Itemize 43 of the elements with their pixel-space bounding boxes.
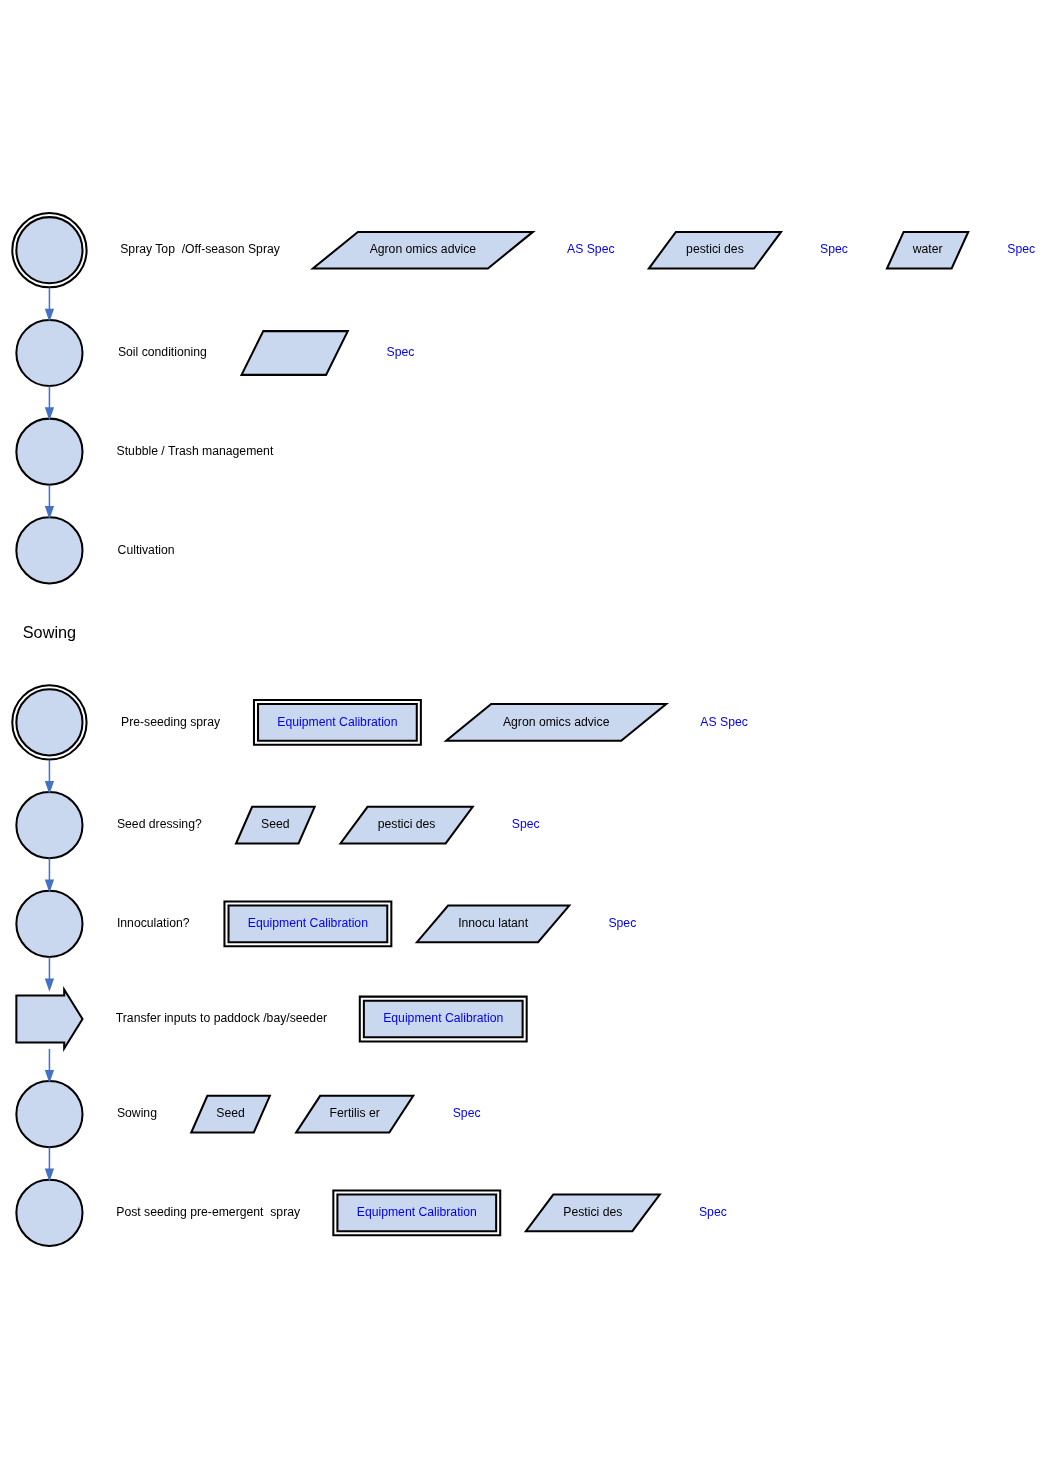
node-label: Sowing — [116, 1105, 157, 1120]
node-label: AS Spec — [700, 714, 748, 729]
node-label: Spec — [608, 915, 637, 930]
node-circle — [15, 515, 84, 584]
node-label: Transfer inputs to paddock /bay/seeder — [115, 1010, 328, 1025]
node-label: Spec — [452, 1105, 481, 1120]
node-label: Innoculation? — [116, 915, 190, 930]
node-parallelogram — [239, 329, 350, 376]
node-label: Spec — [1007, 241, 1036, 256]
arrow — [44, 758, 55, 794]
node-label: Soil conditioning — [117, 344, 207, 359]
node-arrow — [15, 985, 84, 1052]
node-label: AS Spec — [567, 241, 615, 256]
node-label: Pre-seeding spray — [121, 714, 221, 729]
node-box: Equipment Calibration — [358, 995, 528, 1042]
node-circle — [15, 318, 84, 387]
node-circle — [15, 889, 84, 958]
node-circle — [15, 1079, 84, 1148]
node-label: Spray Top /Off-season Spray — [120, 241, 280, 256]
arrow — [44, 1047, 55, 1083]
node-label: Seed dressing? — [116, 816, 202, 831]
node-circle — [15, 417, 84, 486]
node-box: Equipment Calibration — [223, 899, 393, 947]
node-circle — [11, 211, 88, 288]
arrow — [44, 955, 55, 992]
label: Sowing — [22, 622, 77, 641]
node-box: Equipment Calibration — [332, 1188, 502, 1236]
arrow — [44, 384, 55, 421]
node-label: Spec — [386, 344, 415, 359]
node-label: Spec — [698, 1204, 727, 1219]
node-box: Equipment Calibration — [252, 698, 422, 746]
node-label: Spec — [511, 816, 540, 831]
node-circle — [11, 683, 88, 761]
node-circle — [15, 790, 84, 859]
arrow — [44, 286, 55, 322]
node-label: Cultivation — [117, 542, 175, 557]
node-circle — [15, 1178, 84, 1247]
node-label: Post seeding pre-emergent spray — [116, 1204, 301, 1219]
arrow — [44, 857, 55, 893]
node-label: Stubble / Trash management — [116, 443, 274, 458]
arrow — [44, 1146, 55, 1182]
node-label: Spec — [820, 241, 848, 256]
arrow — [44, 483, 55, 519]
